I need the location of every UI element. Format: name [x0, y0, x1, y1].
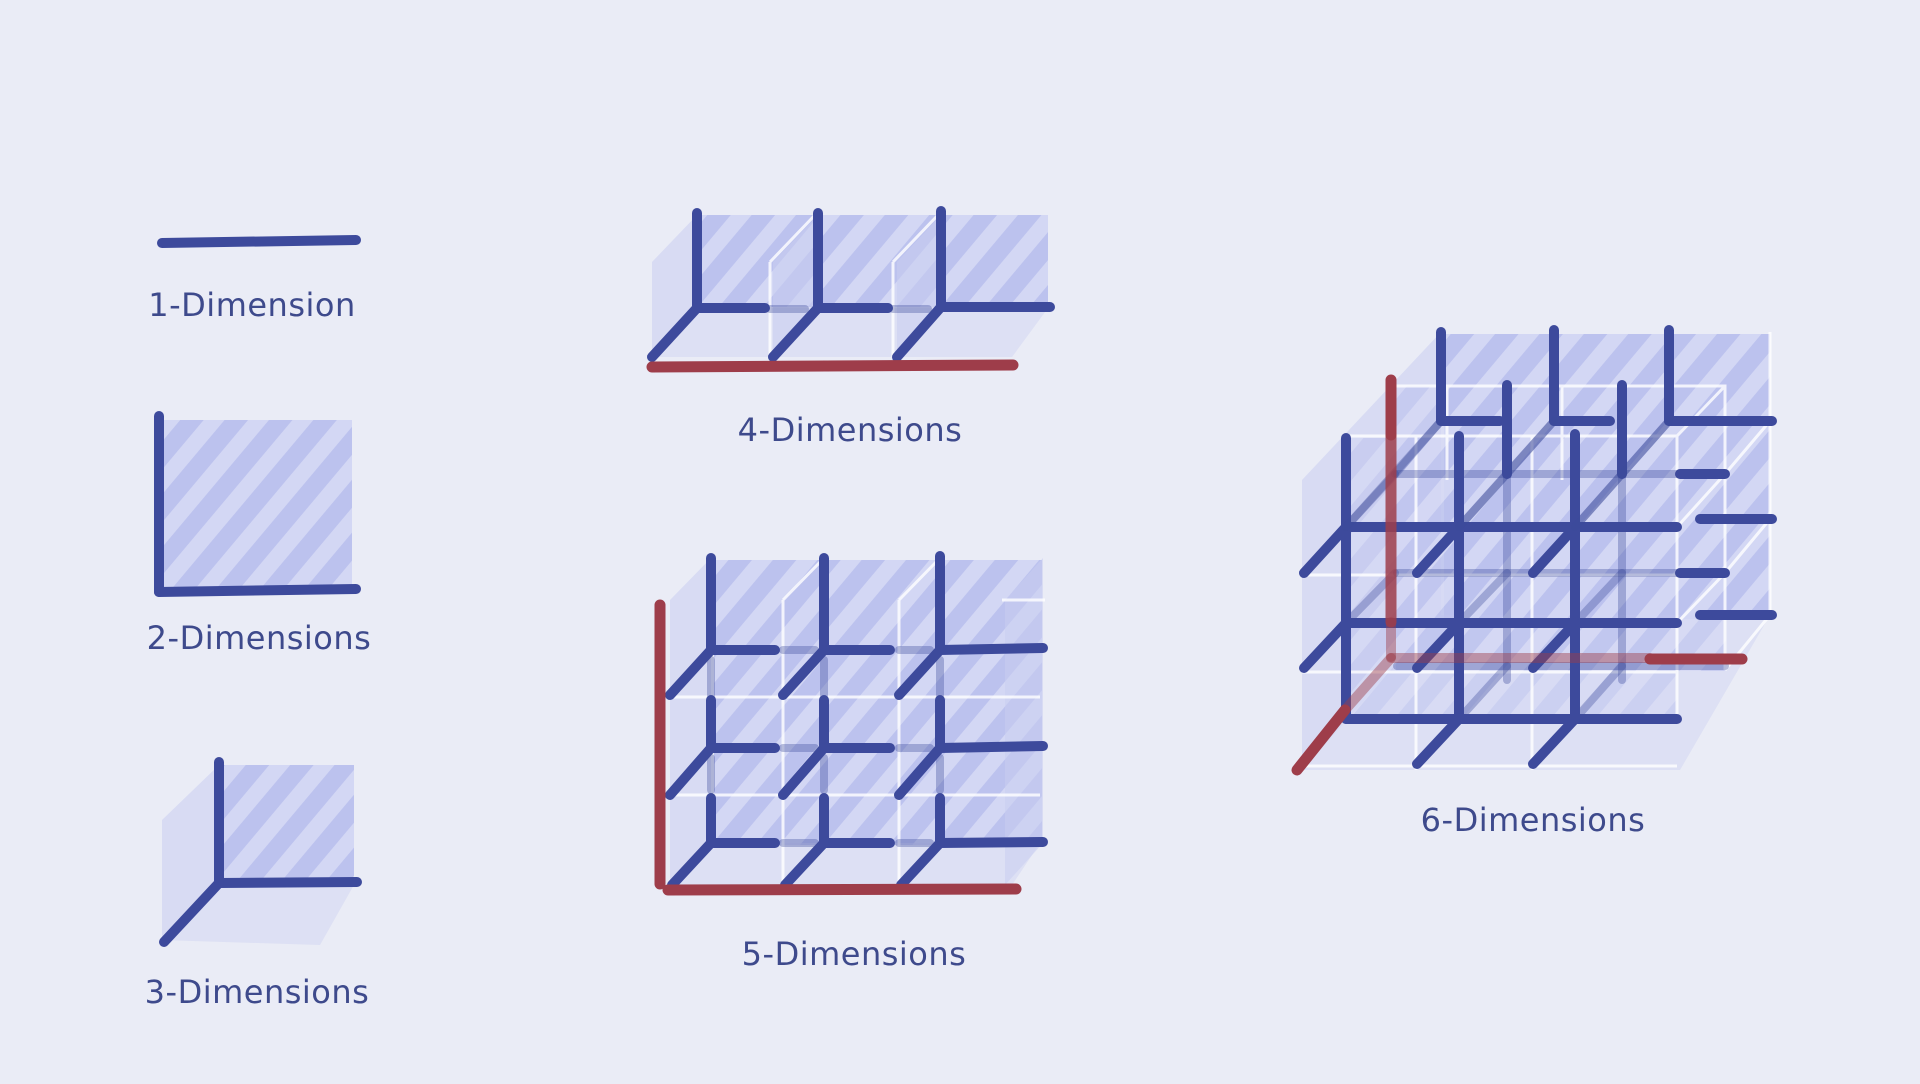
figure-4d [646, 206, 1055, 373]
cube-axes [647, 206, 1055, 362]
axis-x-line [154, 584, 361, 597]
cube-row [652, 213, 1048, 357]
label-6-dimensions: 6-Dimensions [1420, 801, 1646, 839]
figure-2d [154, 411, 361, 597]
cube-grid-3x3 [670, 556, 1045, 885]
cube-block-3x3x2 [1302, 332, 1772, 770]
figure-6d [1291, 325, 1777, 776]
fourth-dimension-axis [646, 359, 1019, 373]
label-2-dimensions: 2-Dimensions [146, 619, 372, 657]
label-3-dimensions: 3-Dimensions [144, 973, 370, 1011]
figure-3d [159, 757, 362, 947]
axis-z-line [159, 878, 224, 947]
axis-x-line [214, 877, 362, 888]
label-4-dimensions: 4-Dimensions [737, 411, 963, 449]
figure-1d [157, 235, 361, 248]
figure-5d [654, 551, 1048, 896]
axis-x-line [157, 235, 361, 248]
square-face [162, 420, 352, 590]
cube-axes [665, 551, 1048, 890]
label-5-dimensions: 5-Dimensions [741, 935, 967, 973]
fourth-dimension-axis [1291, 704, 1351, 776]
cube-back-face [222, 765, 354, 880]
label-1-dimension: 1-Dimension [148, 286, 356, 324]
fourth-dimension-axis [662, 883, 1022, 896]
